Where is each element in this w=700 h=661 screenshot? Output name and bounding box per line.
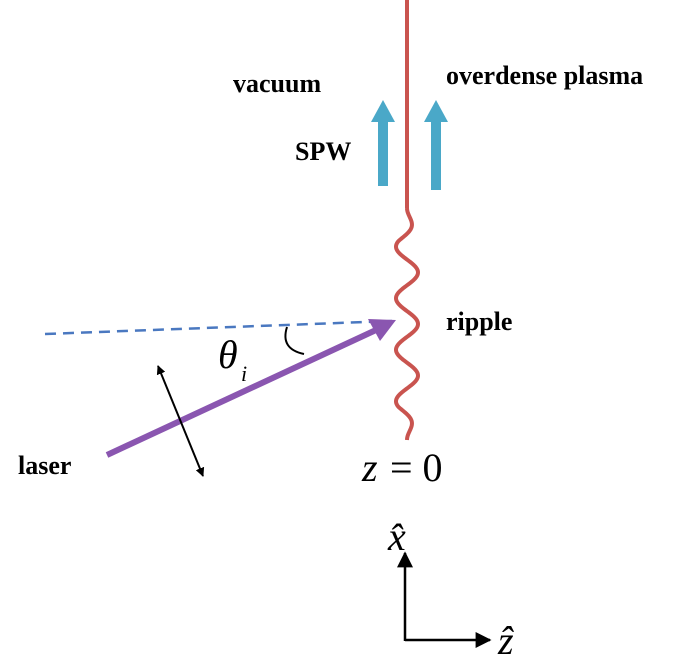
angle-arc bbox=[284, 326, 305, 355]
ripple-label: ripple bbox=[446, 307, 512, 336]
ripple-curve bbox=[394, 206, 420, 442]
laser-beam-shaft bbox=[105, 327, 378, 458]
spw-arrow-right bbox=[424, 100, 448, 190]
laser-label: laser bbox=[18, 451, 71, 480]
theta-subscript: i bbox=[241, 361, 247, 386]
spw-label: SPW bbox=[295, 137, 351, 166]
vacuum-label: vacuum bbox=[233, 69, 321, 98]
spw-arrow-left bbox=[371, 100, 395, 186]
z-axis-label: ẑ bbox=[497, 618, 514, 661]
theta-symbol: θ bbox=[218, 332, 238, 377]
laser-arrowhead bbox=[368, 319, 396, 341]
x-axis-label: x̂ bbox=[387, 514, 406, 559]
polarization-arrow bbox=[156, 365, 205, 477]
plasma-label: overdense plasma bbox=[446, 61, 643, 90]
normal-dashed-line bbox=[44, 319, 393, 336]
z-equals-zero: = 0 bbox=[390, 445, 443, 490]
z-variable: z bbox=[361, 445, 378, 490]
